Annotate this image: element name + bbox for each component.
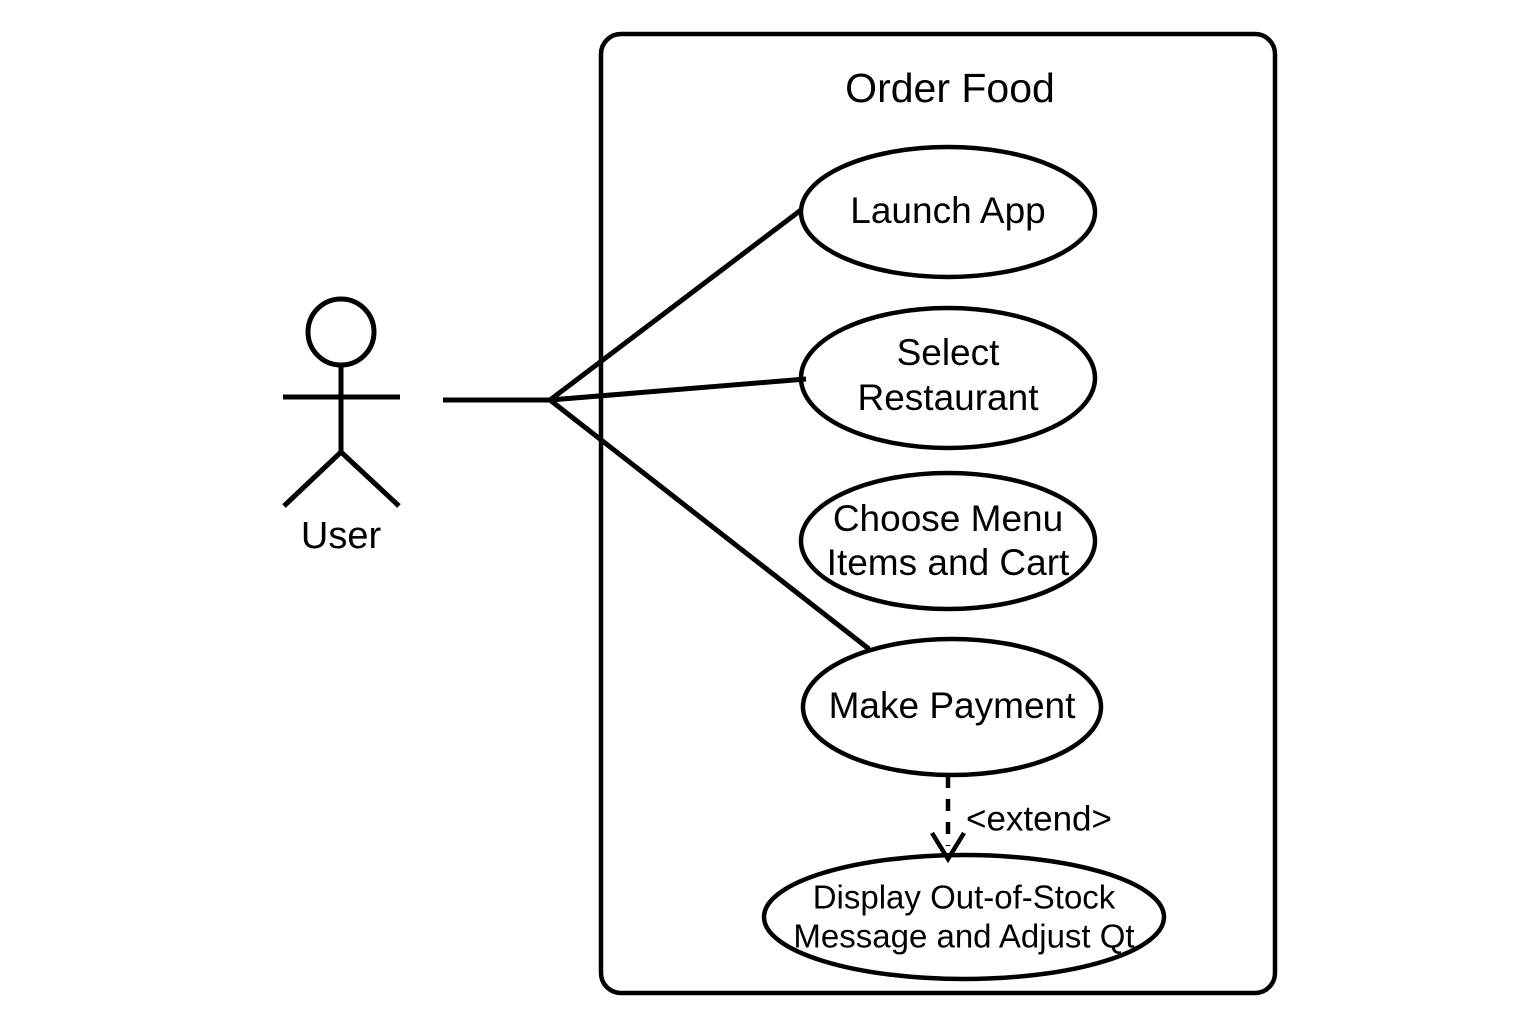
association-user-to-launch-app[interactable] xyxy=(548,208,803,402)
use-case-ellipse-launch-app xyxy=(798,144,1098,280)
use-case-label-select-restaurant-line2: Restaurant xyxy=(858,377,1040,418)
actor-label-user: User xyxy=(301,515,382,557)
use-case-choose-menu-items-and-cart[interactable]: Choose Menu Items and Cart xyxy=(798,470,1098,612)
extend-relationship-make-payment-to-out-of-stock[interactable]: <extend> xyxy=(930,776,1112,864)
use-case-label-choose-menu-line1: Choose Menu xyxy=(833,498,1063,539)
extend-stereotype-label: <extend> xyxy=(966,799,1112,838)
use-case-ellipse-select-restaurant xyxy=(798,305,1098,451)
use-case-display-out-of-stock[interactable]: Display Out-of-Stock Message and Adjust … xyxy=(761,852,1167,982)
association-user-to-select-restaurant[interactable] xyxy=(549,376,807,403)
use-case-label-launch-app-line1: Launch App xyxy=(850,190,1045,231)
use-case-ellipse-make-payment xyxy=(800,636,1104,778)
extend-arrowhead-icon xyxy=(930,831,966,864)
association-lines-group xyxy=(443,208,871,651)
use-case-label-select-restaurant-line1: Select xyxy=(897,332,1001,373)
use-case-label-make-payment-line1: Make Payment xyxy=(829,685,1076,726)
use-case-label-choose-menu-line2: Items and Cart xyxy=(827,542,1070,583)
use-case-ellipse-display-out-of-stock xyxy=(761,852,1167,982)
actor-left-leg-line xyxy=(282,450,343,508)
actor-user[interactable]: User xyxy=(282,296,401,557)
use-case-select-restaurant[interactable]: Select Restaurant xyxy=(798,305,1098,451)
actor-right-leg-line xyxy=(339,450,401,508)
actor-head-icon xyxy=(305,296,377,368)
system-boundary-group: Order Food xyxy=(598,31,1278,996)
use-case-label-display-out-of-stock-line2: Message and Adjust Qt xyxy=(793,918,1134,955)
use-case-ellipse-choose-menu-items-and-cart xyxy=(798,470,1098,612)
system-boundary-box[interactable] xyxy=(598,31,1278,996)
use-case-label-display-out-of-stock-line1: Display Out-of-Stock xyxy=(813,879,1116,916)
use-case-make-payment[interactable]: Make Payment xyxy=(800,636,1104,778)
association-user-to-make-payment[interactable] xyxy=(548,398,871,651)
system-boundary-title: Order Food xyxy=(845,65,1055,111)
use-case-launch-app[interactable]: Launch App xyxy=(798,144,1098,280)
